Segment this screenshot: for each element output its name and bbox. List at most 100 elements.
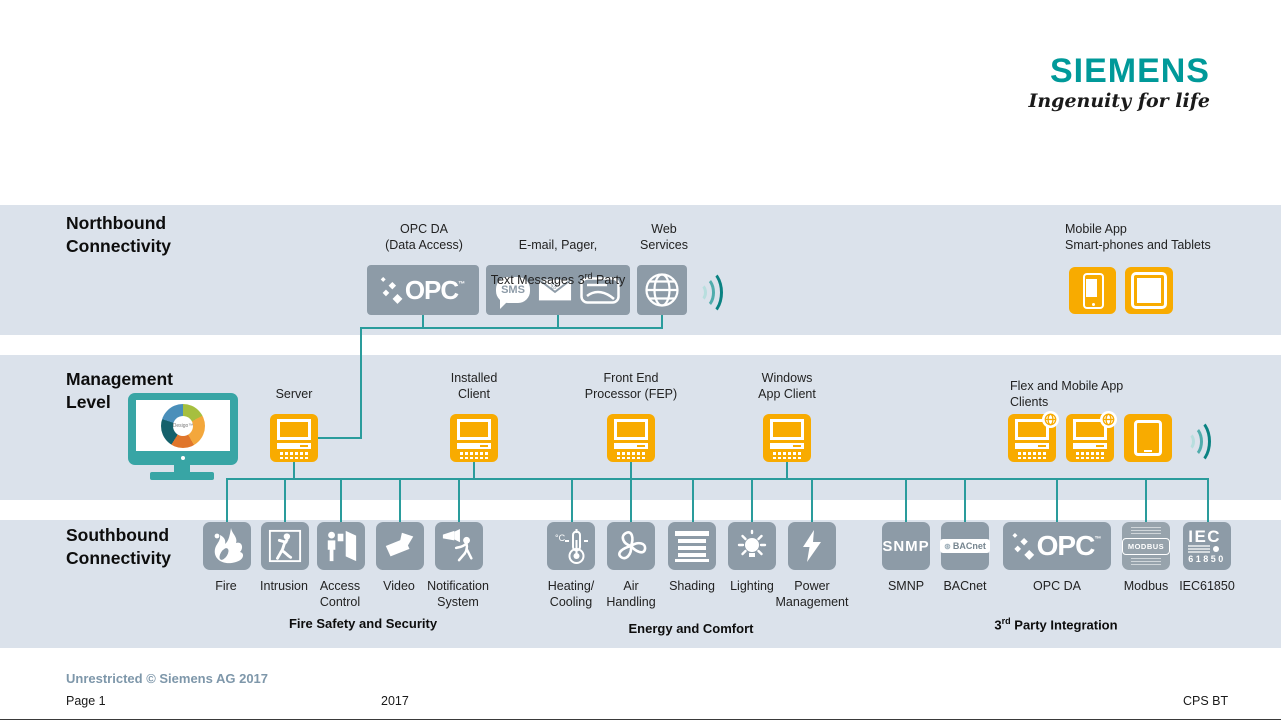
opc-da-icon: ◆◆◆◆ OPC ™ [367, 265, 479, 315]
lighting-icon [728, 522, 776, 570]
connector-line [360, 327, 663, 329]
bacnet-icon: ⊛BACnet [940, 522, 990, 570]
connector-line [1145, 478, 1147, 522]
flex-client-icon [1008, 411, 1059, 462]
connector-line [473, 462, 475, 479]
footer-org: CPS BT [1183, 694, 1229, 708]
group-fire-safety-label: Fire Safety and Security [288, 616, 438, 631]
opc-diamonds-icon: ◆◆◆◆ [380, 277, 403, 305]
snmp-icon: SNMP [882, 522, 930, 570]
globe-badge-icon [1100, 411, 1117, 428]
globe-icon [645, 273, 679, 307]
connector-line [630, 478, 632, 522]
mobile-app-label: Mobile App Smart-phones and Tablets [1065, 222, 1211, 252]
connector-line [293, 462, 295, 479]
footer-year: 2017 [381, 694, 409, 708]
smnp-label: SMNP [887, 579, 925, 593]
notification-system-icon [435, 522, 483, 570]
fep-icon [607, 414, 655, 462]
installed-client-icon [450, 414, 498, 462]
connector-bus [226, 478, 1209, 480]
windows-app-client-label: Windows App Client [758, 371, 816, 401]
smartphone-icon [1069, 267, 1116, 314]
svg-text:°C: °C [555, 533, 566, 543]
power-management-icon [788, 522, 836, 570]
web-services-icon [637, 265, 687, 315]
fep-label: Front End Processor (FEP) [584, 371, 678, 401]
connector-line [692, 478, 694, 522]
connector-line [226, 478, 228, 522]
svg-text:@: @ [550, 281, 558, 290]
sms-icon: SMS [496, 277, 530, 309]
desigo-wheel-icon: Desigo™ [161, 403, 205, 448]
modbus-icon: MODBUS [1121, 522, 1171, 570]
desigo-monitor: Desigo™ [128, 393, 238, 465]
wireless-signal-icon [1180, 416, 1214, 465]
tablet-icon [1125, 267, 1173, 314]
connector-line [340, 478, 342, 522]
video-icon [376, 522, 424, 570]
connector-line [1207, 478, 1209, 522]
mobile-tablet-icon [1124, 414, 1172, 462]
web-services-label: Web Services [640, 222, 688, 252]
opc-logo: ◆◆◆◆ OPC ™ [380, 274, 466, 305]
fire-label: Fire [215, 579, 237, 593]
group-third-party-label: 3rd Party Integration [994, 616, 1118, 633]
siemens-logo: SIEMENS [1049, 52, 1210, 90]
access-control-icon [317, 522, 365, 570]
email-pager-label: E-mail, Pager, Text Messages 3rd Party [490, 237, 626, 287]
opc-diamonds-icon: ◆◆◆◆ [1012, 533, 1034, 561]
connector-line [905, 478, 907, 522]
server-icon [270, 414, 318, 462]
power-management-label: Power Management [775, 579, 849, 609]
access-control-label: Access Control [319, 579, 361, 609]
management-title: Management Level [66, 369, 173, 412]
connector-line [399, 478, 401, 522]
connector-line [458, 478, 460, 522]
connector-line [1056, 478, 1058, 522]
connector-line [557, 315, 559, 328]
connector-line [661, 315, 663, 328]
iec61850-label: IEC61850 [1179, 579, 1235, 593]
heating-cooling-label: Heating/ Cooling [547, 579, 595, 609]
opc-logo: ◆◆◆◆ OPC ™ [1012, 530, 1102, 561]
connector-line [786, 462, 788, 479]
southbound-title: Southbound Connectivity [66, 525, 172, 568]
connector-line [318, 437, 362, 439]
connector-line [422, 315, 424, 328]
connector-line [964, 478, 966, 522]
fire-icon [203, 522, 251, 570]
shading-label: Shading [669, 579, 715, 593]
connector-line [811, 478, 813, 522]
connector-line [284, 478, 286, 522]
flex-clients-label: Flex and Mobile App Clients [1010, 379, 1124, 409]
heating-cooling-icon: °C [547, 522, 595, 570]
pager-icon [580, 276, 620, 304]
lighting-label: Lighting [730, 579, 774, 593]
air-handling-icon [607, 522, 655, 570]
opc-da-protocol-label: OPC DA [1033, 579, 1081, 593]
iec61850-icon: IEC 61850 [1183, 522, 1231, 570]
air-handling-label: Air Handling [606, 579, 656, 609]
windows-app-client-icon [763, 414, 811, 462]
wireless-signal-icon [692, 267, 726, 316]
email-icon: @ [538, 278, 572, 301]
connector-line [360, 327, 362, 439]
connector-line [630, 462, 632, 479]
page-number: Page 1 [66, 694, 106, 708]
group-energy-comfort-label: Energy and Comfort [628, 621, 754, 636]
opc-da-label: OPC DA (Data Access) [385, 222, 463, 252]
notification-system-label: Notification System [427, 579, 489, 609]
monitor-screen: Desigo™ [136, 400, 230, 451]
bacnet-label: BACnet [943, 579, 987, 593]
globe-badge-icon [1042, 411, 1059, 428]
installed-client-label: Installed Client [450, 371, 498, 401]
server-label: Server [275, 387, 313, 401]
intrusion-label: Intrusion [260, 579, 308, 593]
comms-icons: SMS @ [486, 265, 630, 315]
shading-icon [668, 522, 716, 570]
flex-client-icon [1066, 411, 1117, 462]
siemens-tagline: Ingenuity for life [1028, 90, 1210, 112]
opc-da-protocol-icon: ◆◆◆◆ OPC ™ [1003, 522, 1111, 570]
